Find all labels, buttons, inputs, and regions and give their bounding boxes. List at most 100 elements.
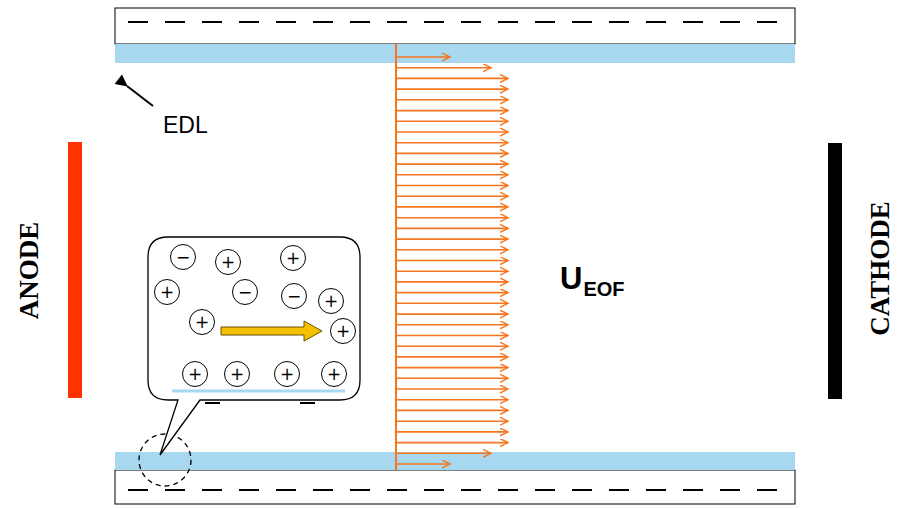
wall-charge [239, 21, 259, 23]
wall-charge [202, 489, 222, 491]
ion-circle: + [330, 318, 356, 344]
surface-charge [205, 402, 220, 404]
velocity-arrow [396, 238, 508, 240]
ion-charge: + [230, 366, 244, 383]
wall-charge [498, 489, 518, 491]
wall-charge [350, 489, 370, 491]
velocity-arrow [396, 420, 508, 422]
wall-charge [757, 489, 777, 491]
wall-charge [572, 21, 592, 23]
wall-charge [165, 489, 185, 491]
wall-charge [424, 21, 444, 23]
cathode-plate [828, 143, 842, 399]
ion-charge: + [221, 254, 235, 271]
ion-charge: + [195, 314, 209, 331]
velocity-arrow [396, 442, 508, 444]
velocity-arrow [396, 78, 508, 80]
wall-charge [202, 21, 222, 23]
edl-band [115, 44, 795, 63]
velocity-arrow [396, 302, 508, 304]
velocity-label: U [560, 263, 582, 294]
wall-charge [128, 489, 148, 491]
ion-circle: − [281, 283, 307, 309]
ion-charge: − [287, 288, 301, 305]
bottom-wall [115, 470, 795, 504]
layer-label: EDL [163, 114, 208, 137]
wall-surface [172, 390, 345, 393]
ion-charge: + [327, 366, 341, 383]
wall-charge [609, 489, 629, 491]
wall-charge [387, 489, 407, 491]
velocity-arrow [396, 367, 508, 369]
profile-axis [395, 44, 397, 470]
ion-circle: − [232, 279, 258, 305]
velocity-arrow [396, 345, 508, 347]
edl-band [115, 452, 795, 470]
velocity-arrow [396, 313, 508, 315]
ion-charge: + [286, 250, 300, 267]
wall-charge [720, 489, 740, 491]
wall-charge [572, 489, 592, 491]
velocity-arrow [396, 163, 508, 165]
velocity-arrow [396, 195, 508, 197]
electrode-label: CATHODE [866, 201, 893, 336]
velocity-arrow [396, 228, 508, 230]
ion-circle: + [224, 361, 250, 387]
velocity-arrow [396, 99, 508, 101]
ion-circle: + [321, 361, 347, 387]
ion-charge: + [160, 284, 174, 301]
ion-circle: + [280, 245, 306, 271]
ion-circle: + [318, 288, 344, 314]
velocity-arrow [396, 153, 508, 155]
wall-charge [461, 21, 481, 23]
top-wall [115, 8, 795, 44]
velocity-arrow [396, 56, 450, 58]
velocity-arrow [396, 142, 508, 144]
wall-charge [683, 489, 703, 491]
ion-charge: − [176, 249, 190, 266]
wall-charge [276, 489, 296, 491]
ion-circle: + [154, 279, 180, 305]
wall-charge [313, 21, 333, 23]
velocity-arrow [396, 121, 508, 123]
wall-charge [646, 489, 666, 491]
velocity-arrow [396, 324, 508, 326]
wall-charge [276, 21, 296, 23]
leader-arrow [127, 86, 153, 106]
ion-charge: + [336, 323, 350, 340]
velocity-arrow [396, 356, 508, 358]
velocity-arrow [396, 88, 508, 90]
velocity-arrow [396, 67, 491, 69]
ion-charge: + [324, 293, 338, 310]
velocity-arrow [396, 110, 508, 112]
wall-charge [646, 21, 666, 23]
velocity-arrow [396, 260, 508, 262]
velocity-arrow [396, 388, 508, 390]
wall-charge [128, 21, 148, 23]
velocity-arrow [396, 206, 508, 208]
velocity-arrow [396, 463, 450, 465]
wall-charge [498, 21, 518, 23]
wall-charge [350, 21, 370, 23]
wall-charge [461, 489, 481, 491]
ion-circle: + [215, 249, 241, 275]
velocity-arrow [396, 131, 508, 133]
wall-charge [535, 21, 555, 23]
velocity-arrow [396, 410, 508, 412]
velocity-arrow [396, 452, 491, 454]
wall-charge [609, 21, 629, 23]
velocity-arrow [396, 249, 508, 251]
velocity-subscript: EOF [583, 279, 624, 299]
anode-plate [68, 142, 82, 398]
wall-charge [535, 489, 555, 491]
wall-charge [239, 489, 259, 491]
velocity-arrow [396, 281, 508, 283]
velocity-profile [396, 57, 508, 464]
ion-circle: + [182, 361, 208, 387]
velocity-arrow [396, 335, 508, 337]
wall-charge [313, 489, 333, 491]
electrode-label: ANODE [17, 221, 44, 319]
ion-circle: + [189, 309, 215, 335]
wall-charges [128, 22, 777, 490]
